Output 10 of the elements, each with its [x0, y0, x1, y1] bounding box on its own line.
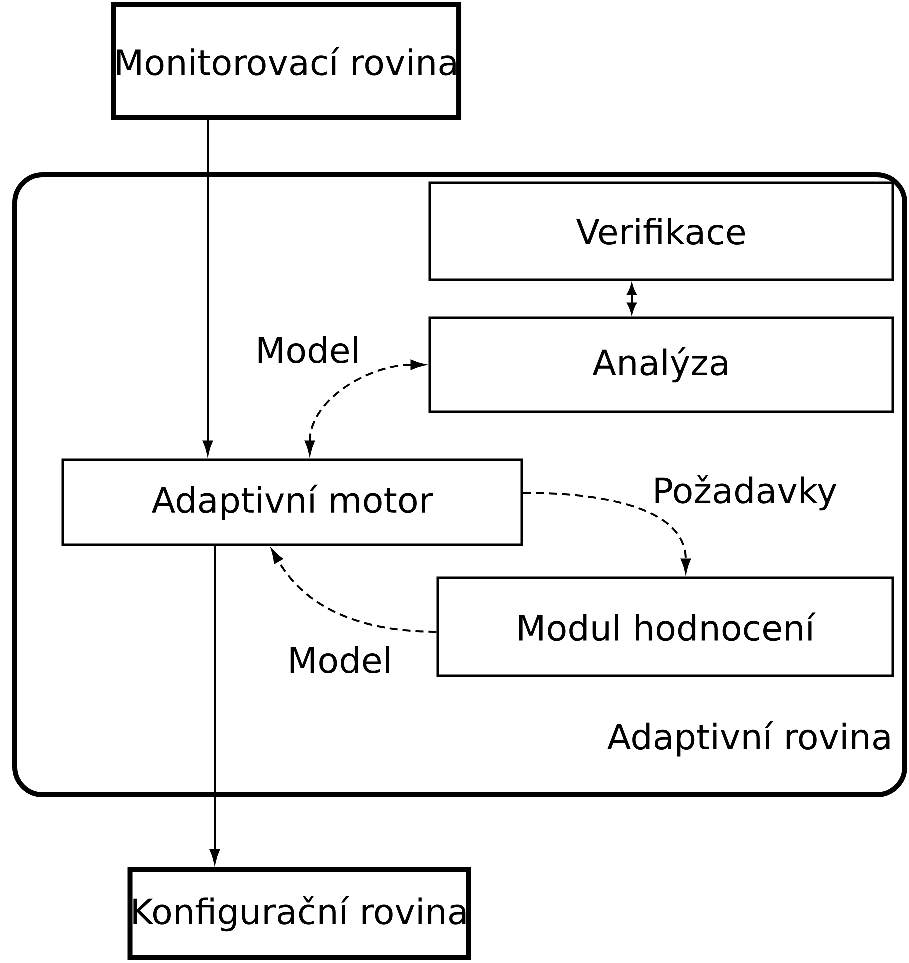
edge-label: Model — [253, 334, 363, 366]
process-box: Monitorovací rovina — [111, 2, 462, 120]
process-box: Verifikace — [428, 182, 894, 282]
process-box: Adaptivní motor — [62, 458, 524, 546]
process-box: Konfigurační rovina — [128, 868, 472, 960]
edge-label: Požadavky — [650, 473, 840, 513]
edge-label: Model — [285, 644, 395, 676]
process-box: Modul hodnocení — [436, 576, 894, 678]
process-box: Analýza — [428, 316, 894, 414]
arrow — [627, 284, 637, 314]
